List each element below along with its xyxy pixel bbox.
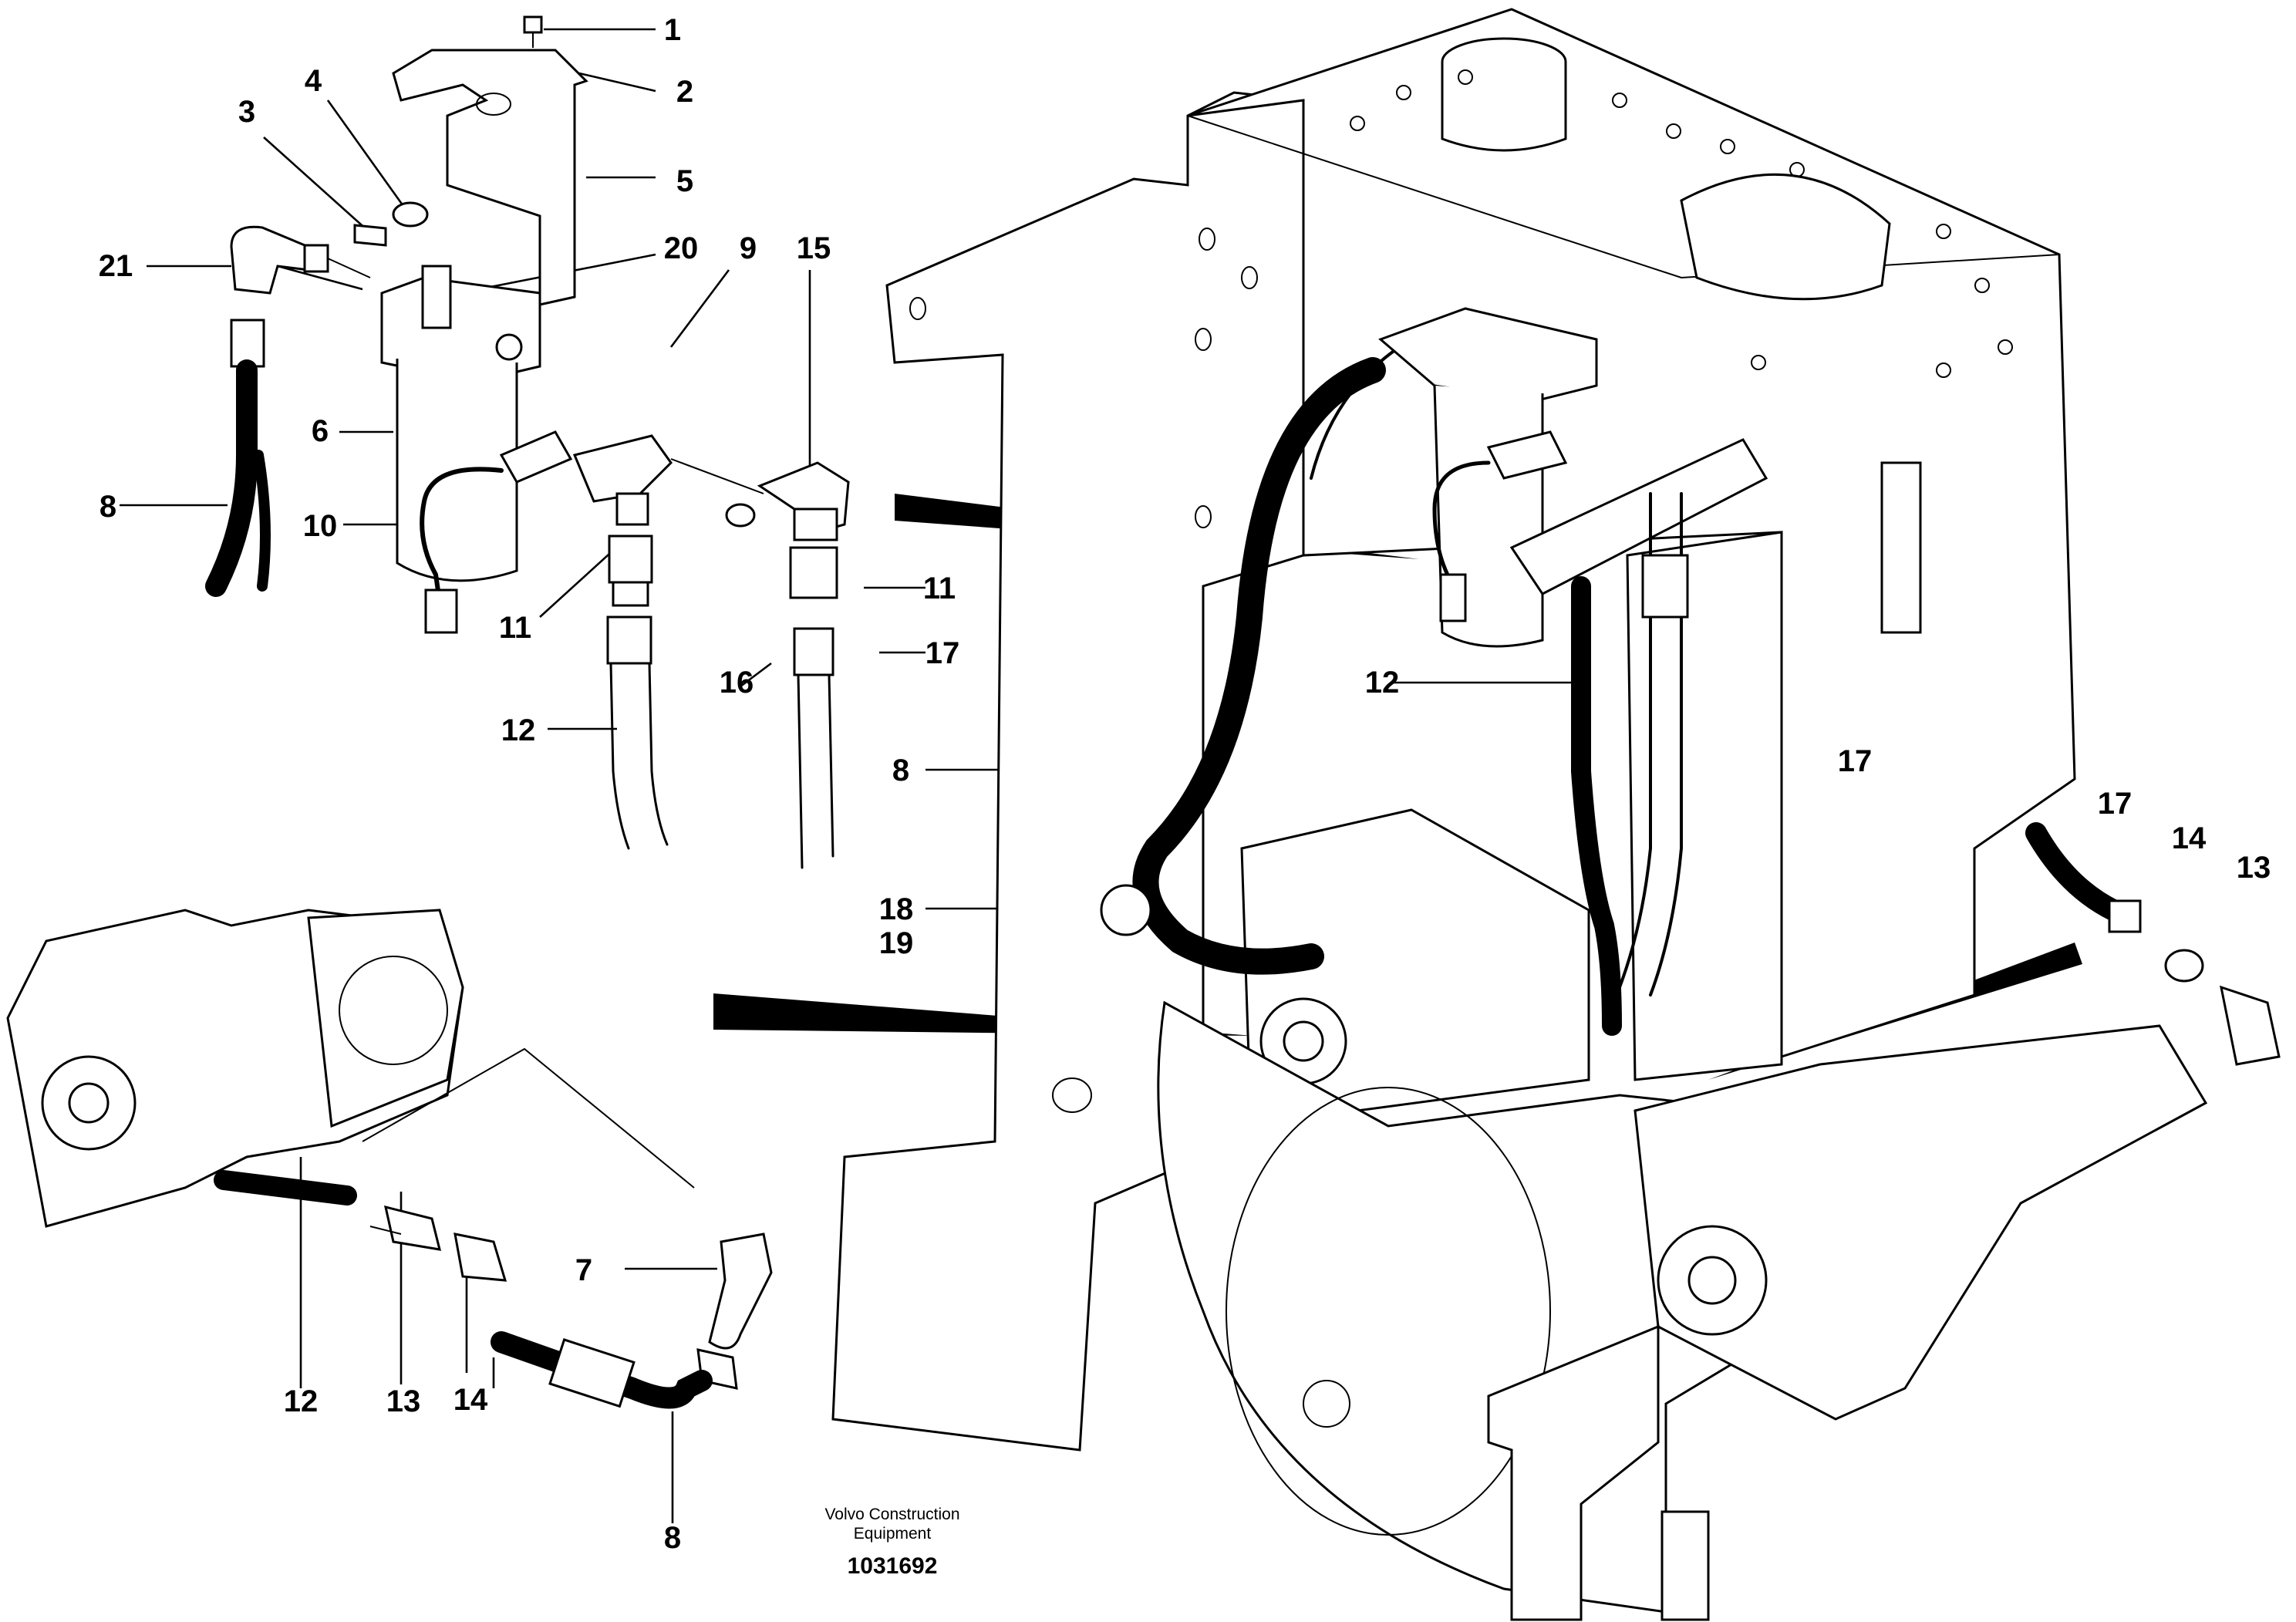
exploded-parts: [205, 15, 850, 869]
callout-9: 9: [740, 231, 757, 265]
callout-17-b: 17: [1838, 744, 1873, 778]
credit-company-line1: Volvo Construction: [824, 1506, 959, 1523]
callout-12-a: 12: [501, 713, 536, 747]
callout-14-b: 14: [453, 1383, 488, 1417]
callout-12-b: 12: [1365, 666, 1400, 700]
callout-17-a: 17: [925, 636, 960, 670]
callout-21: 21: [99, 249, 133, 283]
callout-8-b: 8: [892, 754, 909, 787]
callout-8-a: 8: [99, 490, 116, 524]
callout-18: 18: [879, 892, 914, 926]
main-assembly: [831, 8, 2281, 1621]
credit-company-line2: Equipment: [854, 1525, 932, 1543]
callout-2: 2: [676, 75, 693, 109]
callout-labels: 1 2 3 4 5 21 20 9 15 6 8 10 11 11 16 17 …: [99, 13, 2271, 1555]
callout-17-c: 17: [2098, 787, 2132, 821]
callout-4: 4: [305, 64, 322, 98]
callout-20: 20: [664, 231, 699, 265]
callout-13-a: 13: [2237, 851, 2271, 885]
callout-8-c: 8: [664, 1521, 681, 1555]
callout-5: 5: [676, 164, 693, 198]
callout-16: 16: [720, 666, 754, 700]
lower-left-pump: [6, 909, 773, 1409]
callout-11-a: 11: [499, 611, 531, 645]
callout-13-b: 13: [386, 1384, 421, 1418]
callout-6: 6: [312, 414, 329, 448]
callout-19: 19: [879, 926, 914, 960]
callout-7: 7: [575, 1253, 592, 1287]
callout-1: 1: [664, 13, 681, 47]
callout-12-c: 12: [284, 1384, 319, 1418]
callout-11-b: 11: [923, 572, 956, 605]
drawing-number: 1031692: [848, 1553, 938, 1579]
callout-14-a: 14: [2172, 821, 2207, 855]
callout-3: 3: [238, 95, 255, 129]
credit-block: Volvo Construction Equipment 1031692: [824, 1506, 959, 1579]
callout-10: 10: [303, 509, 338, 543]
callout-15: 15: [797, 231, 831, 265]
